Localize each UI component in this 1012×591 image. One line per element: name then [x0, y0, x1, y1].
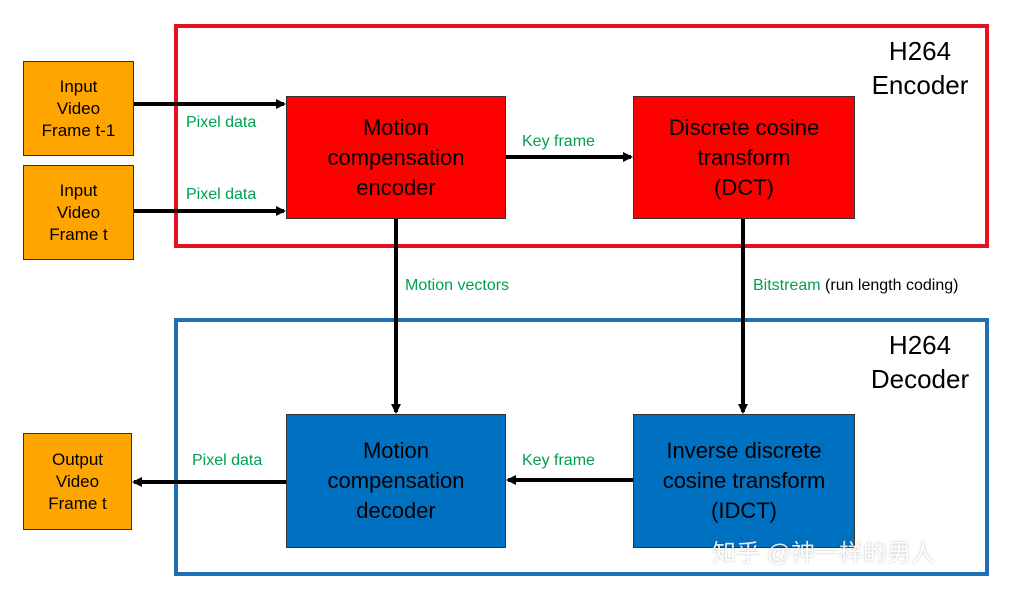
idct-block: Inverse discrete cosine transform (IDCT) [633, 414, 855, 548]
motion-compensation-encoder-label: Motion compensation encoder [327, 114, 465, 200]
pixel-data-label-1: Pixel data [186, 114, 257, 131]
decoder-group-frame [174, 318, 989, 576]
pixel-data-output-label: Pixel data [192, 452, 263, 469]
dct-block: Discrete cosine transform (DCT) [633, 96, 855, 219]
decoder-group-title: H264 Decoder [860, 328, 980, 396]
encoder-group-title: H264 Encoder [860, 34, 980, 102]
input-frame-t-minus-1-box: Input Video Frame t-1 [23, 61, 134, 156]
input-frame-t-label: Input Video Frame t [49, 180, 108, 244]
bitstream-note: (run length coding) [825, 277, 959, 294]
decoder-title-line2: Decoder [870, 364, 970, 394]
motion-vectors-label: Motion vectors [405, 277, 510, 294]
bitstream-label: Bitstream [753, 277, 821, 294]
encoder-title-line1: H264 [888, 36, 952, 66]
key-frame-label-top: Key frame [522, 133, 595, 150]
motion-compensation-decoder-block: Motion compensation decoder [286, 414, 506, 548]
encoder-group-frame [174, 24, 989, 248]
bitstream-label-group: Bitstream (run length coding) [753, 276, 958, 296]
zhihu-watermark: 知乎 @神一样的男人 [712, 540, 936, 567]
decoder-title-line1: H264 [888, 330, 952, 360]
pixel-data-label-2: Pixel data [186, 186, 257, 203]
dct-label: Discrete cosine transform (DCT) [668, 114, 820, 200]
idct-label: Inverse discrete cosine transform (IDCT) [662, 438, 826, 523]
motion-compensation-decoder-label: Motion compensation decoder [327, 438, 465, 523]
input-frame-t-minus-1-label: Input Video Frame t-1 [41, 76, 116, 140]
key-frame-label-bottom: Key frame [522, 452, 595, 469]
input-frame-t-box: Input Video Frame t [23, 165, 134, 260]
output-frame-t-box: Output Video Frame t [23, 433, 132, 530]
motion-compensation-encoder-block: Motion compensation encoder [286, 96, 506, 219]
output-frame-t-label: Output Video Frame t [48, 449, 107, 513]
encoder-title-line2: Encoder [871, 70, 969, 100]
